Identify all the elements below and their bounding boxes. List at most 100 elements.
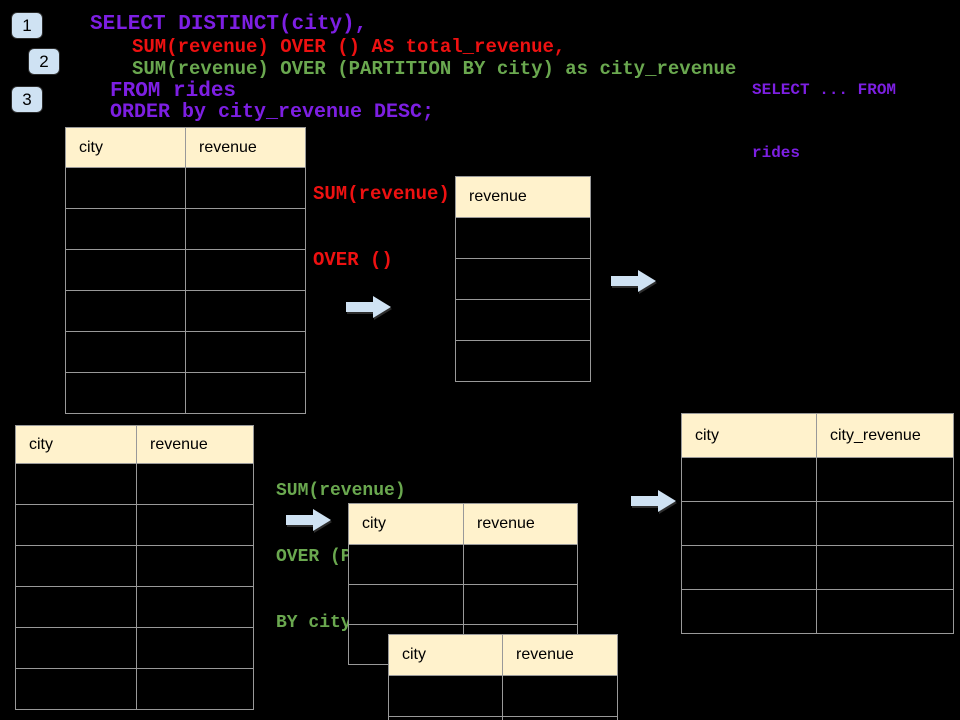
table-cell: [816, 457, 954, 502]
column-header-revenue: revenue: [185, 127, 306, 168]
table-cell: [185, 331, 306, 373]
table-cell: [15, 545, 137, 587]
table-cell: [65, 167, 186, 209]
table-cell: [136, 668, 254, 710]
table-row: [388, 716, 618, 720]
table-row: [455, 340, 591, 382]
table-cell: [455, 299, 591, 341]
table-row: [15, 586, 254, 628]
table-cell: [681, 457, 817, 502]
table-cell: [65, 372, 186, 414]
column-header-city: city: [15, 425, 137, 464]
table-cell: [15, 463, 137, 505]
sql-line-select: SELECT DISTINCT(city),: [90, 13, 368, 36]
table-cell: [816, 545, 954, 590]
arrow-right-icon: [611, 270, 656, 292]
table-row: [455, 258, 591, 300]
table-cell: [15, 504, 137, 546]
code-snippet-from-rides: SELECT ... FROM rides: [752, 38, 896, 206]
step-badge-1: 1: [11, 12, 43, 39]
table-row: [15, 545, 254, 587]
column-header-revenue: revenue: [463, 503, 578, 545]
table-cell: [136, 627, 254, 669]
table-cell: [463, 584, 578, 625]
snippet-line-1: SELECT ... FROM: [752, 81, 897, 99]
table-row: [65, 208, 306, 250]
table-cell: [681, 545, 817, 590]
step-badge-2: 2: [28, 48, 60, 75]
sql-line-from: FROM rides: [110, 80, 237, 103]
column-header-city-revenue: city_revenue: [816, 413, 954, 458]
table-cell: [185, 372, 306, 414]
table-row: [15, 504, 254, 546]
table-city-revenue-result: city city_revenue: [681, 413, 954, 634]
table-cell: [65, 331, 186, 373]
table-partition-overlay: city revenue: [388, 634, 618, 720]
table-cell: [816, 589, 954, 634]
table-cell: [502, 716, 618, 720]
table-cell: [816, 501, 954, 546]
arrow-right-icon: [631, 490, 676, 512]
table-cell: [348, 584, 464, 625]
table-cell: [185, 167, 306, 209]
table-row: [15, 668, 254, 710]
table-cell: [136, 545, 254, 587]
table-row: [15, 463, 254, 505]
table-row: [65, 331, 306, 373]
table-cell: [185, 249, 306, 291]
table-cell: [65, 290, 186, 332]
sql-line-total-revenue: SUM(revenue) OVER () AS total_revenue,: [132, 36, 566, 58]
table-row: [681, 457, 954, 502]
table-cell: [15, 668, 137, 710]
table-row: [681, 501, 954, 546]
annotation-line: SUM(revenue): [313, 183, 450, 205]
annotation-line: SUM(revenue): [276, 481, 406, 501]
table-row: [348, 584, 578, 625]
table-row: [65, 290, 306, 332]
table-cell: [65, 249, 186, 291]
table-row: [65, 372, 306, 414]
column-header-city: city: [348, 503, 464, 545]
table-row: [65, 249, 306, 291]
sql-line-order-by: ORDER by city_revenue DESC;: [110, 101, 435, 124]
column-header-revenue: revenue: [455, 176, 591, 218]
table-row: [681, 545, 954, 590]
table-cell: [681, 501, 817, 546]
table-cell: [136, 504, 254, 546]
snippet-line-2: rides: [752, 144, 801, 162]
column-header-city: city: [388, 634, 503, 676]
table-cell: [455, 258, 591, 300]
table-total-revenue-result: revenue: [455, 176, 591, 382]
column-header-revenue: revenue: [502, 634, 618, 676]
table-cell: [136, 586, 254, 628]
annotation-line: OVER (): [313, 249, 393, 271]
table-row: [348, 544, 578, 585]
table-row: [455, 217, 591, 259]
table-row: [455, 299, 591, 341]
table-cell: [388, 675, 503, 717]
table-cell: [388, 716, 503, 720]
table-cell: [681, 589, 817, 634]
arrow-right-icon: [286, 509, 331, 531]
table-cell: [15, 586, 137, 628]
table-row: [15, 627, 254, 669]
table-cell: [455, 217, 591, 259]
table-row: [388, 675, 618, 717]
table-cell: [455, 340, 591, 382]
table-rides-bottom: city revenue: [15, 425, 254, 710]
table-cell: [65, 208, 186, 250]
table-row: [681, 589, 954, 634]
step-badge-3: 3: [11, 86, 43, 113]
table-row: [65, 167, 306, 209]
sql-line-city-revenue: SUM(revenue) OVER (PARTITION BY city) as…: [132, 58, 737, 80]
column-header-city: city: [681, 413, 817, 458]
table-cell: [136, 463, 254, 505]
column-header-city: city: [65, 127, 186, 168]
table-rides-top: city revenue: [65, 127, 306, 414]
table-cell: [348, 544, 464, 585]
table-cell: [463, 544, 578, 585]
table-cell: [185, 208, 306, 250]
arrow-right-icon: [346, 296, 391, 318]
annotation-over-total: SUM(revenue) OVER (): [313, 139, 450, 315]
